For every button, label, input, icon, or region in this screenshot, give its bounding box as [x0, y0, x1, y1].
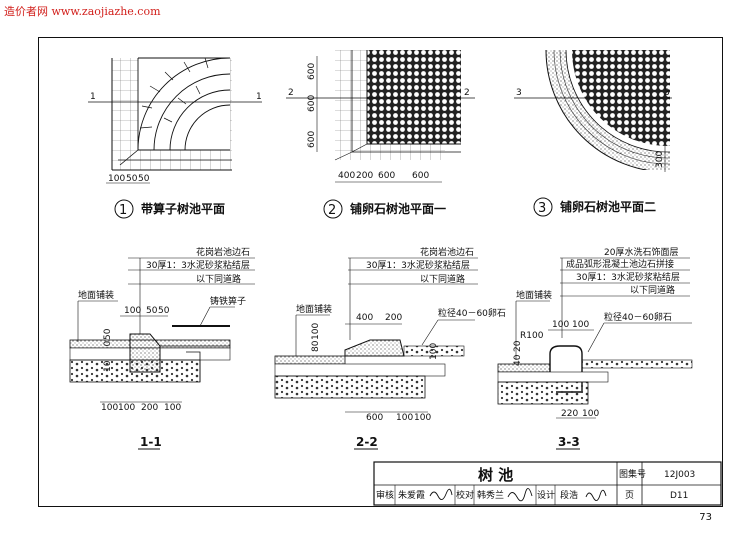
s2-note: 花岗岩池边石	[420, 246, 474, 258]
atlas-label: 图集号	[619, 468, 646, 480]
s3-note: 20厚水洗石饰面层	[604, 246, 678, 258]
plan-1-dim: 100	[108, 174, 125, 184]
plan-2-dim: 400	[338, 171, 355, 181]
plan-3-cut-left: 3	[516, 88, 522, 98]
plan-2-dim: 200	[356, 171, 373, 181]
check-label: 校对	[456, 489, 474, 501]
designer-signature	[585, 489, 607, 501]
page-label: 页	[625, 490, 634, 501]
s1-top-dim: 50	[146, 306, 158, 316]
s2-bottom-dim: 600	[366, 413, 383, 423]
plan-2-number: 2	[328, 203, 336, 218]
plan-3-curved-pebble-tree-pit: 3 3 300 3 铺卵石树池平面二	[514, 50, 672, 217]
s3-note: 成品弧形混凝土池边石拼接	[566, 258, 674, 270]
s1-side-dim: 50	[103, 328, 113, 340]
page-number: 73	[699, 512, 712, 523]
review-label: 审核	[376, 489, 394, 501]
s3-side-dim: 20	[513, 340, 523, 352]
plan-1-dim: 50	[126, 174, 138, 184]
reviewer-signature	[429, 488, 453, 500]
s2-stone: 粒径40－60卵石	[438, 307, 506, 319]
s2-top-dim: 400	[356, 313, 373, 323]
section-3-3: 20厚水洗石饰面层 成品弧形混凝土池边石拼接 30厚1：3水泥砂浆粘结层 以下同…	[497, 246, 693, 450]
plan-3-cut-right: 3	[664, 88, 670, 98]
s1-name: 1-1	[140, 435, 162, 449]
s3-bottom-dim: 220	[561, 409, 578, 419]
s1-note: 以下同道路	[196, 273, 241, 285]
reviewer-name: 朱爱霞	[398, 489, 425, 501]
s1-bottom-dim: 100	[164, 403, 181, 413]
plan-1-cut-left: 1	[90, 92, 96, 102]
plan-2-cut-right: 2	[464, 88, 470, 98]
checker-name: 韩秀兰	[477, 489, 504, 501]
plan-2-cut-left: 2	[288, 88, 294, 98]
plan-2-dim: 600	[412, 171, 429, 181]
s1-top-dim: 100	[124, 306, 141, 316]
s3-side-dim: 40	[513, 354, 523, 366]
page-code: D11	[670, 491, 688, 501]
plan-2-vdim: 600	[307, 95, 317, 112]
s1-grate: 铸铁箅子	[210, 295, 246, 307]
plan-2-vdim: 600	[307, 63, 317, 80]
s3-note: 以下同道路	[630, 284, 675, 296]
drawing-title: 树 池	[478, 466, 513, 484]
plan-2-dim: 600	[378, 171, 395, 181]
plan-2-number-circle	[323, 199, 343, 219]
s3-stone: 粒径40－60卵石	[604, 311, 672, 323]
checker-signature	[507, 488, 533, 502]
s2-note: 30厚1：3水泥砂浆粘结层	[366, 259, 470, 271]
s3-top-dim: 100	[572, 320, 589, 330]
plan-3-title: 铺卵石树池平面二	[560, 199, 656, 214]
plan-1-grated-tree-pit: 1 1 100 50 50 1 带算子树池平面	[88, 57, 262, 219]
s2-name: 2-2	[356, 435, 378, 449]
s1-bottom-dim: 100	[101, 403, 118, 413]
s1-note: 花岗岩池边石	[196, 246, 250, 258]
plan-1-number: 1	[119, 203, 127, 218]
designer-name: 段浩	[560, 489, 578, 501]
plan-2-pebble-tree-pit: 2 2 600 600 600 400 200 600 600 2 铺卵石树池平…	[286, 50, 475, 219]
s3-name: 3-3	[558, 435, 580, 449]
plan-3-dim: 300	[655, 151, 665, 168]
plan-2-title: 铺卵石树池平面一	[350, 201, 446, 216]
s2-side-dim: 80	[311, 340, 321, 352]
s3-paving: 地面铺装	[516, 289, 552, 301]
plan-1-number-circle	[114, 199, 134, 219]
plan-2-vdim: 600	[307, 131, 317, 148]
s1-bottom-dim: 200	[141, 403, 158, 413]
s2-bottom-dim: 100	[396, 413, 413, 423]
plan-3-number: 3	[538, 201, 546, 216]
s2-top-dim: 200	[385, 313, 402, 323]
s2-note: 以下同道路	[420, 273, 465, 285]
s3-bottom-dim: 100	[582, 409, 599, 419]
drawing-frame	[38, 37, 723, 507]
watermark: 造价者网 www.zaojiazhe.com	[4, 5, 161, 18]
section-1-1: 花岗岩池边石 30厚1：3水泥砂浆粘结层 以下同道路 地面铺装 铸铁箅子 100…	[69, 246, 255, 450]
s3-radius: R100	[520, 331, 544, 341]
s1-paving: 地面铺装	[78, 289, 114, 301]
s3-note: 30厚1：3水泥砂浆粘结层	[576, 271, 680, 283]
s1-bottom-dim: 100	[118, 403, 135, 413]
s2-paving: 地面铺装	[296, 303, 332, 315]
title-block: 树 池 图集号 12J003 页 D11 审核 朱爱霞 校对 韩秀兰 设计 段浩	[373, 461, 722, 506]
s1-note: 30厚1：3水泥砂浆粘结层	[146, 259, 250, 271]
atlas-number: 12J003	[664, 470, 695, 480]
s3-top-dim: 100	[552, 320, 569, 330]
design-label: 设计	[537, 489, 555, 501]
s2-bottom-dim: 100	[414, 413, 431, 423]
plan-3-number-circle	[533, 197, 553, 217]
s1-top-dim: 50	[158, 306, 170, 316]
s2-side-dim: 100	[311, 323, 321, 340]
plan-1-dim: 50	[138, 174, 150, 184]
plan-1-cut-right: 1	[256, 92, 262, 102]
plan-1-title: 带算子树池平面	[141, 201, 225, 216]
section-2-2: 花岗岩池边石 30厚1：3水泥砂浆粘结层 以下同道路 地面铺装 粒径40－60卵…	[274, 246, 506, 450]
